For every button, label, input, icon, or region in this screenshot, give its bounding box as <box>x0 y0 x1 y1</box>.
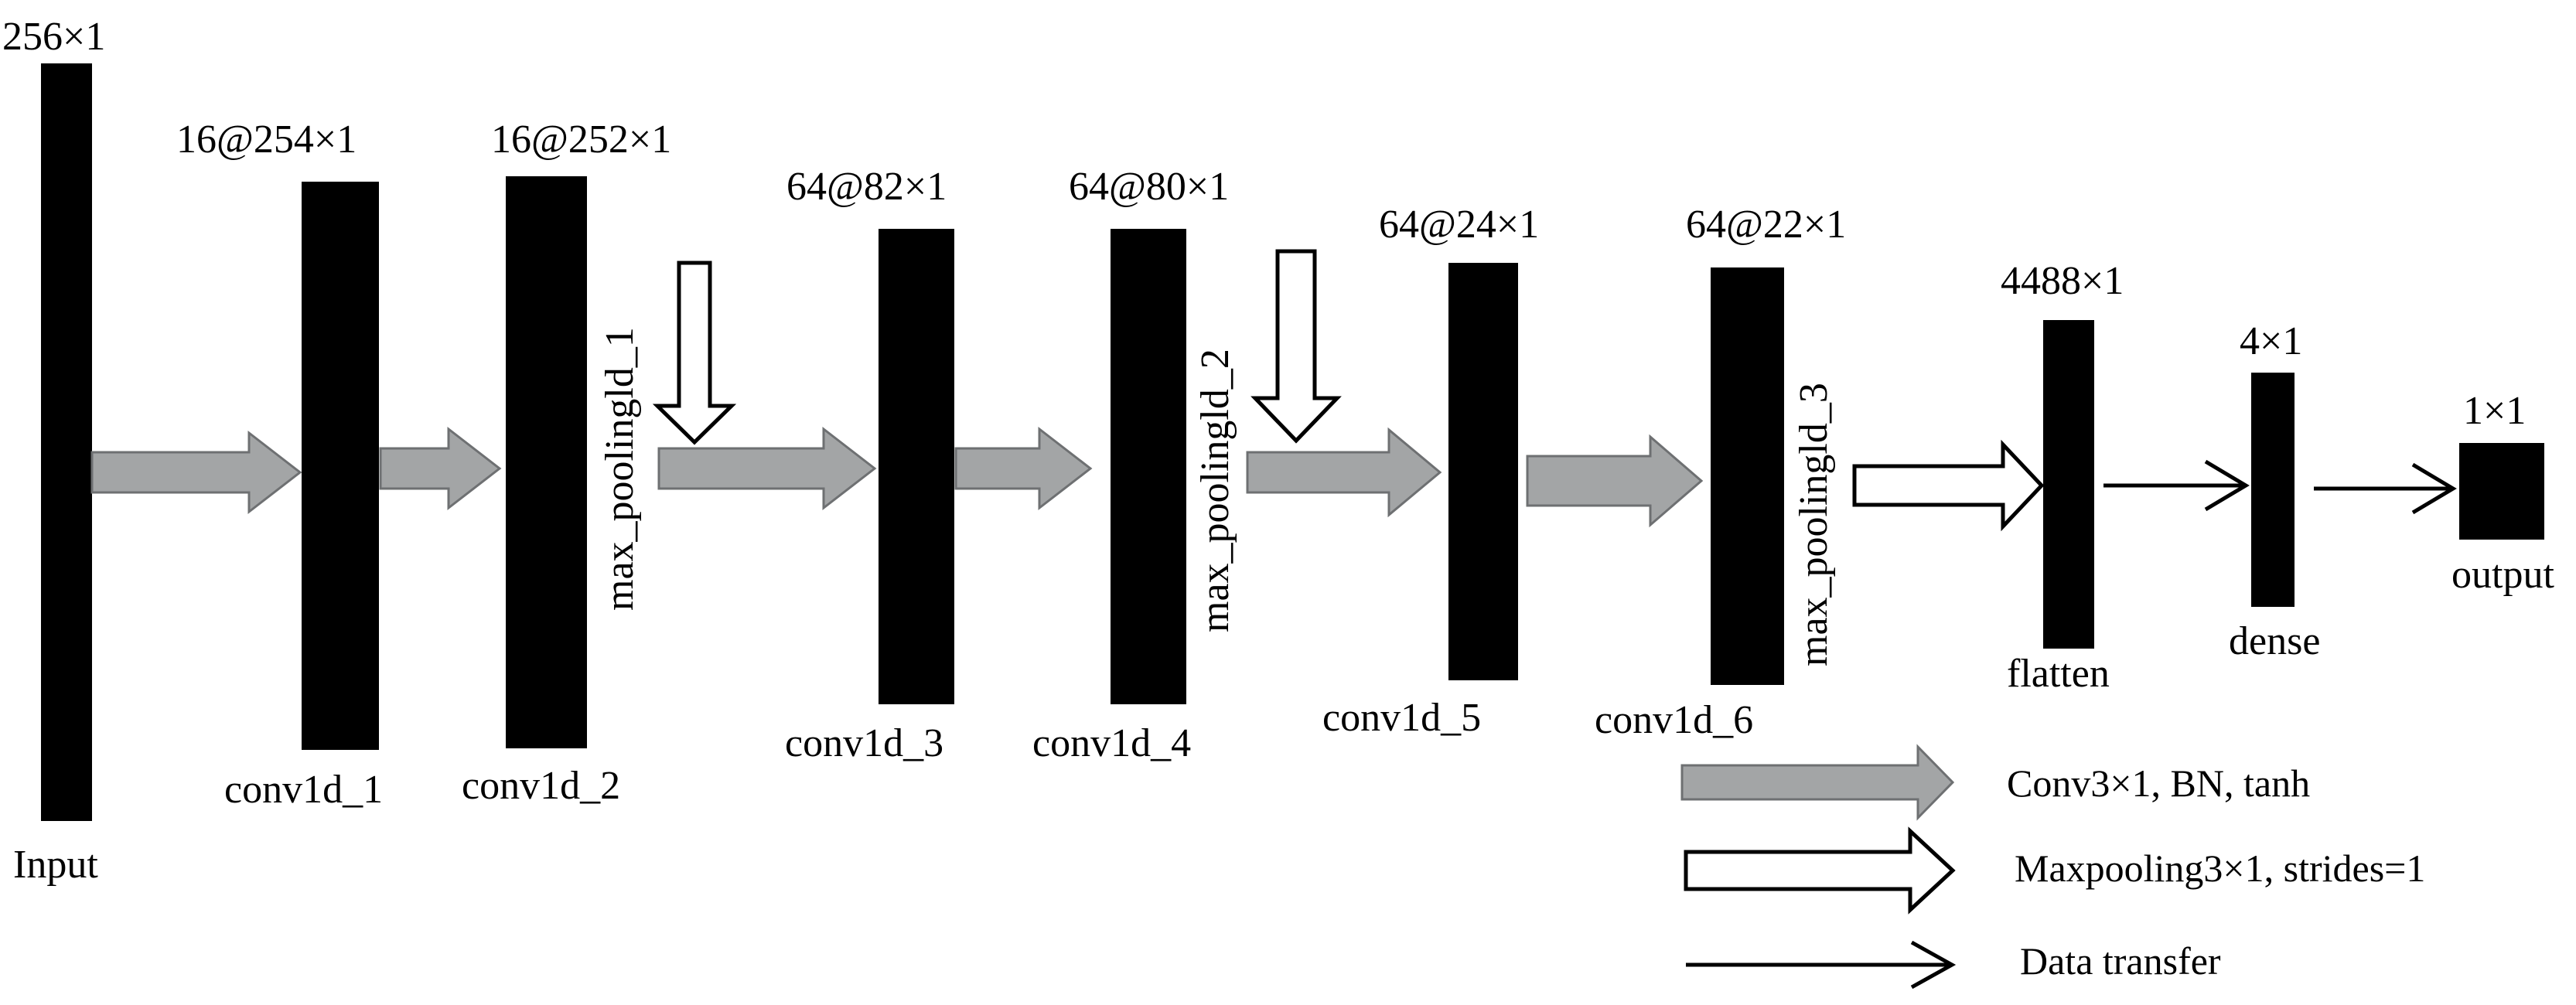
size-label-conv1d-5: 64@24×1 <box>1379 203 1539 247</box>
legend-conv-arrow <box>1680 744 1955 821</box>
layer-label-conv1d-1: conv1d_1 <box>224 768 383 812</box>
conv-arrow-conv1d-3-to-conv1d-4 <box>954 426 1093 511</box>
layer-block-conv1d-2 <box>506 176 587 748</box>
layer-label-dense: dense <box>2229 619 2320 663</box>
pool-label-3: max_poolingld_3 <box>1792 383 1836 666</box>
transfer-arrow-flatten-to-dense <box>2103 459 2250 512</box>
layer-block-conv1d-1 <box>302 182 379 750</box>
pool-arrow-3 <box>1852 439 2045 532</box>
layer-label-conv1d-6: conv1d_6 <box>1595 698 1753 742</box>
layer-block-flatten <box>2043 320 2094 649</box>
pool-label-2: max_poolingld_2 <box>1193 349 1237 632</box>
conv-arrow-conv1d-5-to-conv1d-6 <box>1526 434 1704 528</box>
layer-block-conv1d-5 <box>1448 263 1518 680</box>
layer-block-dense <box>2251 373 2295 607</box>
size-label-conv1d-3: 64@82×1 <box>786 165 947 209</box>
legend-transfer-label: Data transfer <box>2020 939 2221 983</box>
legend-conv-label: Conv3×1, BN, tanh <box>2007 761 2310 805</box>
transfer-arrow-dense-to-output <box>2314 462 2457 515</box>
legend: Conv3×1, BN, tanh Maxpooling3×1, strides… <box>1680 744 2425 990</box>
legend-maxpool-arrow <box>1684 826 1956 915</box>
size-label-conv1d-4: 64@80×1 <box>1069 165 1229 209</box>
size-label-conv1d-2: 16@252×1 <box>491 118 671 162</box>
size-label-flatten: 4488×1 <box>2001 259 2124 303</box>
pool-arrow-1 <box>652 261 737 445</box>
layer-block-conv1d-4 <box>1111 229 1186 704</box>
conv-arrow-input-to-conv1d-1 <box>90 430 302 515</box>
size-label-input: 256×1 <box>2 15 105 59</box>
layer-label-flatten: flatten <box>2007 652 2110 696</box>
layer-label-conv1d-3: conv1d_3 <box>785 721 943 765</box>
conv-arrow-conv1d-1-to-conv1d-2 <box>379 426 502 511</box>
layer-label-conv1d-2: conv1d_2 <box>462 764 620 808</box>
layer-block-output <box>2459 443 2544 540</box>
layer-label-conv1d-5: conv1d_5 <box>1322 696 1481 740</box>
layer-label-output: output <box>2451 553 2554 597</box>
pool-arrow-2 <box>1250 249 1342 444</box>
size-label-conv1d-1: 16@254×1 <box>176 118 357 162</box>
legend-maxpool-label: Maxpooling3×1, strides=1 <box>2015 847 2425 890</box>
layer-block-input <box>41 63 92 821</box>
layer-block-conv1d-3 <box>879 229 954 704</box>
conv-arrow-pool1-to-conv1d-3 <box>657 426 877 511</box>
pool-label-1: max_poolingld_1 <box>598 327 642 611</box>
size-label-output: 1×1 <box>2463 389 2526 433</box>
size-label-dense: 4×1 <box>2240 319 2302 363</box>
legend-transfer-arrow <box>1686 940 1957 990</box>
layer-block-conv1d-6 <box>1711 267 1784 685</box>
layer-label-input: Input <box>13 843 98 887</box>
conv-arrow-pool2-to-conv1d-5 <box>1246 427 1442 518</box>
layer-label-conv1d-4: conv1d_4 <box>1032 721 1191 765</box>
size-label-conv1d-6: 64@22×1 <box>1686 203 1846 247</box>
